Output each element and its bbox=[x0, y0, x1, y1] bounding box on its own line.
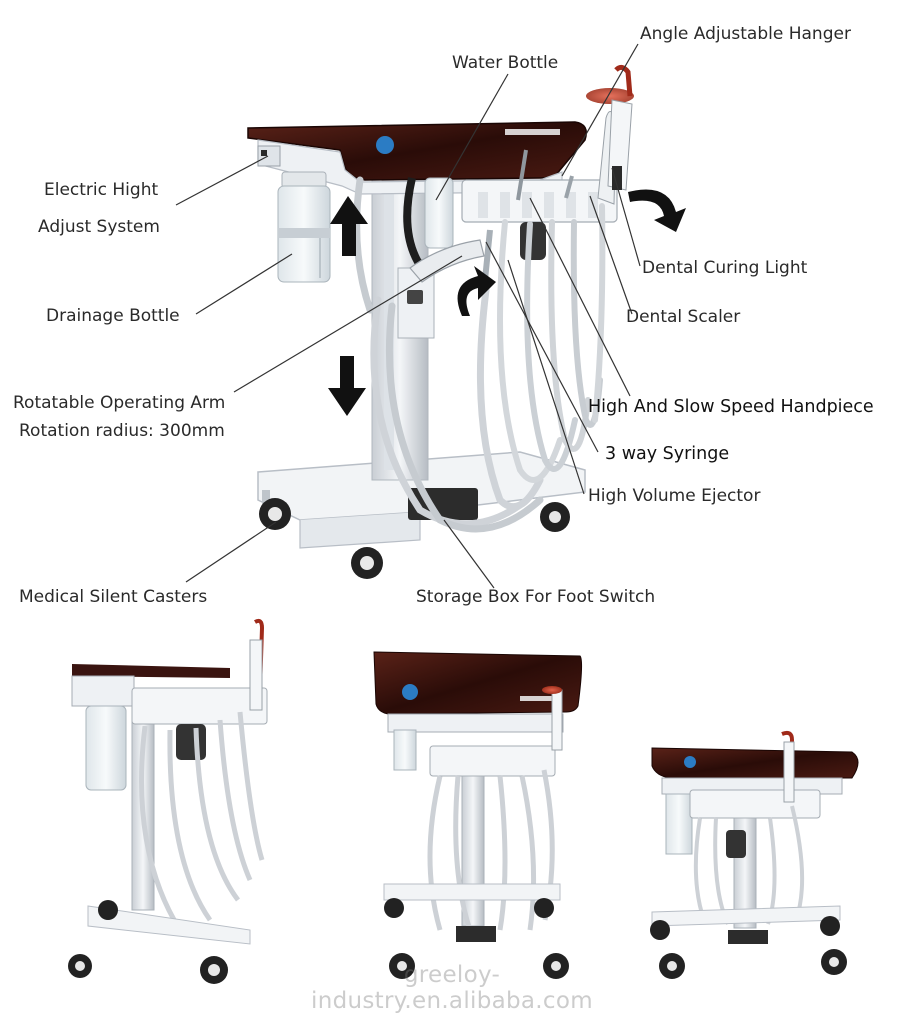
brand-logo bbox=[376, 136, 394, 154]
label-high-volume-ejector: High Volume Ejector bbox=[588, 486, 761, 506]
caster-front-right bbox=[351, 547, 383, 579]
label-electric-hight: Electric Hight bbox=[44, 180, 159, 200]
side-view-thumbnail bbox=[68, 618, 268, 984]
rear-view-thumbnail bbox=[650, 730, 859, 979]
water-bottle bbox=[424, 177, 454, 249]
rotatable-arm bbox=[409, 239, 485, 283]
label-adjust-system: Adjust System bbox=[38, 217, 160, 237]
down-arrow-icon bbox=[328, 356, 366, 416]
drainage-bottle bbox=[277, 171, 331, 283]
main-cart bbox=[247, 64, 686, 579]
curing-light bbox=[586, 64, 634, 191]
caster-front-left bbox=[259, 490, 291, 530]
label-dental-scaler: Dental Scaler bbox=[626, 307, 741, 327]
label-rotatable-operating-arm: Rotatable Operating Arm bbox=[13, 393, 226, 413]
leader-lines bbox=[175, 43, 641, 589]
label-water-bottle: Water Bottle bbox=[452, 53, 559, 73]
rotate-hanger-arrow-icon bbox=[628, 189, 686, 232]
label-angle-adjustable-hanger: Angle Adjustable Hanger bbox=[640, 24, 851, 44]
hose-bundle bbox=[353, 176, 606, 533]
label-high-slow-speed-handpiece: High And Slow Speed Handpiece bbox=[588, 397, 874, 417]
label-storage-box-foot-switch: Storage Box For Foot Switch bbox=[416, 587, 656, 607]
rotate-arm-arrow-icon bbox=[457, 266, 496, 316]
label-dental-curing-light: Dental Curing Light bbox=[642, 258, 808, 278]
label-drainage-bottle: Drainage Bottle bbox=[46, 306, 180, 326]
label-rotation-radius: Rotation radius: 300mm bbox=[19, 421, 225, 441]
label-medical-silent-casters: Medical Silent Casters bbox=[19, 587, 208, 607]
watermark: greeloy-industry.en.alibaba.com bbox=[311, 962, 593, 1014]
up-arrow-icon bbox=[330, 196, 368, 256]
front-view-thumbnail bbox=[373, 651, 583, 979]
label-3-way-syringe: 3 way Syringe bbox=[605, 444, 730, 464]
caster-back-right bbox=[540, 502, 570, 532]
